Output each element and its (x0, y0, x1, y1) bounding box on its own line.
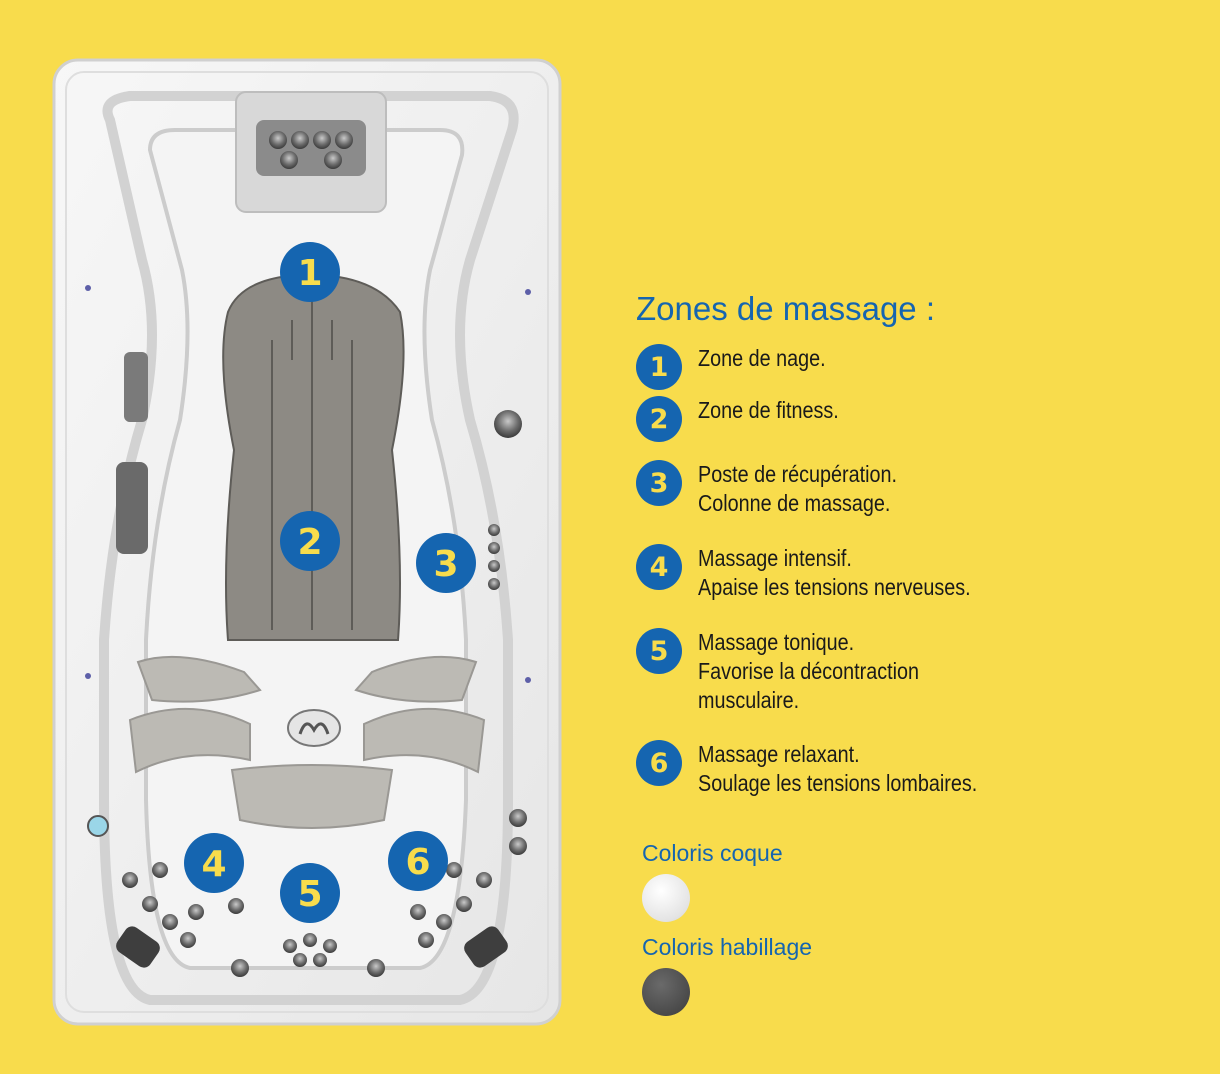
svg-text:5: 5 (297, 874, 322, 915)
right-drain (494, 410, 522, 438)
zone-description: Zone de nage. (698, 344, 826, 373)
fitness-floor-pad (222, 275, 405, 641)
center-bench (230, 764, 394, 829)
seat-left-contour (136, 655, 262, 703)
svg-text:1: 1 (297, 253, 322, 294)
shell-color-swatch[interactable] (642, 874, 690, 922)
skirt-color-swatch[interactable] (642, 968, 690, 1016)
zone-line: Colonne de massage. (698, 490, 891, 516)
control-light (87, 815, 109, 837)
zone-marker-1: 1 (280, 242, 340, 302)
zone-marker-6: 6 (388, 831, 448, 891)
accent-lights (85, 285, 531, 683)
pillow-right (464, 926, 508, 968)
zone-line: Apaise les tensions nerveuses. (698, 574, 971, 600)
seat-right-contour (354, 655, 478, 703)
footwell-jets-left (122, 862, 244, 948)
swim-jet-nozzles (269, 131, 353, 169)
zone-marker-2: 2 (280, 511, 340, 571)
brand-logo-mark (298, 722, 330, 735)
svg-text:6: 6 (405, 842, 430, 883)
shell-color-label: Coloris coque (642, 840, 783, 866)
legend-title: Zones de massage : (636, 290, 935, 327)
zone-description: Massage tonique. Favorise la décontracti… (698, 628, 919, 715)
drain-bottom-left (231, 959, 249, 977)
column-jets (488, 524, 500, 590)
zone-line: musculaire. (698, 687, 800, 713)
legend-item-zone-5: 5 Massage tonique. Favorise la décontrac… (636, 628, 955, 715)
drain-bottom-right (367, 959, 385, 977)
zone-line: Soulage les tensions lombaires. (698, 770, 978, 796)
zone-marker-5: 5 (280, 863, 340, 923)
zone-description: Zone de fitness. (698, 396, 839, 425)
zone-badge: 6 (636, 740, 682, 786)
legend-item-zone-2: 2 Zone de fitness. (636, 396, 862, 442)
left-handrail-lower (116, 462, 148, 554)
left-handrail-upper (124, 352, 148, 422)
legend-item-zone-6: 6 Massage relaxant. Soulage les tensions… (636, 740, 1023, 798)
zone-badge: 4 (636, 544, 682, 590)
seat-left-inner (128, 708, 251, 774)
spa-rim (65, 71, 549, 1013)
svg-text:3: 3 (433, 544, 458, 585)
footwell-jets-center (283, 933, 337, 967)
zone-line: Massage tonique. (698, 629, 855, 655)
zone-badge: 3 (636, 460, 682, 506)
zone-line: Favorise la décontraction (698, 658, 919, 684)
zone-description: Poste de récupération. Colonne de massag… (698, 460, 897, 518)
floor-pad-grooves (271, 300, 353, 630)
zone-marker-3: 3 (416, 533, 476, 593)
zone-marker-4: 4 (184, 833, 244, 893)
zone-badge: 1 (636, 344, 682, 390)
legend-item-zone-3: 3 Poste de récupération. Colonne de mass… (636, 460, 929, 518)
pillow-left (116, 926, 160, 968)
zone-line: Zone de fitness. (698, 397, 839, 423)
zone-line: Poste de récupération. (698, 461, 898, 487)
zone-line: Massage intensif. (698, 545, 852, 571)
footwell-jets-right (410, 809, 527, 948)
legend-item-zone-4: 4 Massage intensif. Apaise les tensions … (636, 544, 1015, 602)
seat-right-inner (363, 708, 486, 774)
zone-line: Massage relaxant. (698, 741, 860, 767)
skirt-color-label: Coloris habillage (642, 934, 813, 960)
zone-line: Zone de nage. (698, 345, 826, 371)
zone-badge: 5 (636, 628, 682, 674)
svg-text:4: 4 (201, 844, 226, 885)
swim-jet-panel (256, 120, 366, 176)
legend-item-zone-1: 1 Zone de nage. (636, 344, 846, 390)
svg-text:2: 2 (297, 522, 322, 563)
zone-description: Massage intensif. Apaise les tensions ne… (698, 544, 971, 602)
zone-badge: 2 (636, 396, 682, 442)
zone-description: Massage relaxant. Soulage les tensions l… (698, 740, 977, 798)
